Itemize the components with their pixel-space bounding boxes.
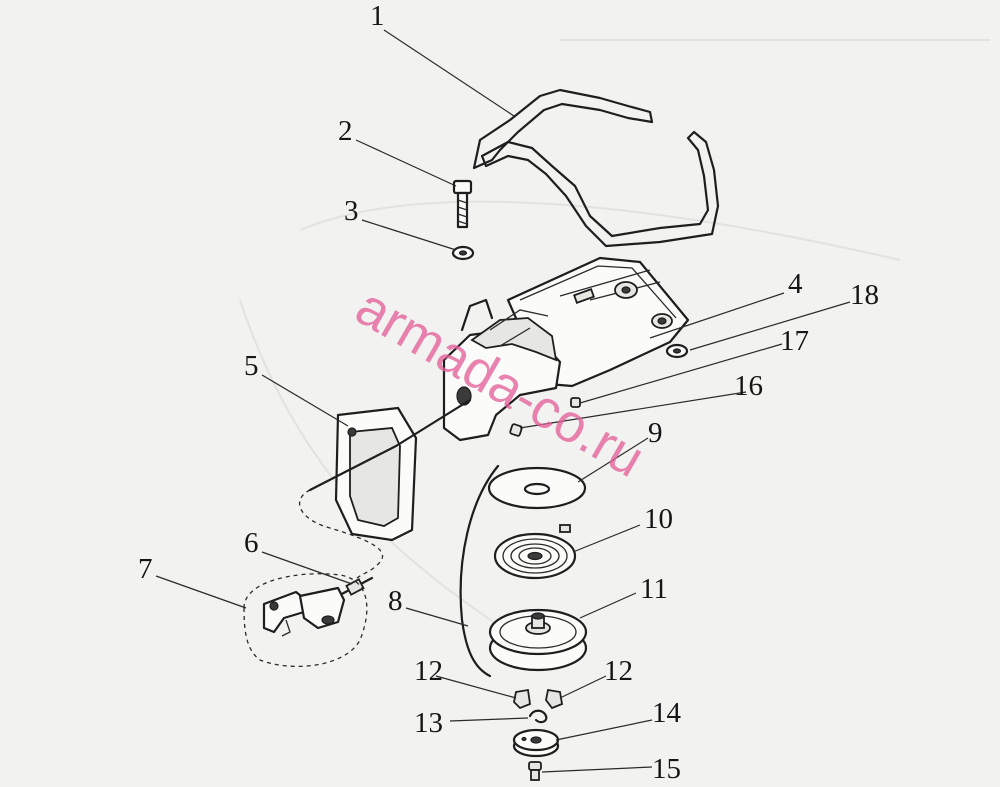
part-3-washer <box>451 245 475 261</box>
callout-12-left: 12 <box>414 655 443 687</box>
callout-14: 14 <box>652 697 682 729</box>
part-10-spring <box>493 524 577 580</box>
part-1-handle <box>472 88 720 248</box>
part-12-pawl-right <box>545 688 564 710</box>
callout-9: 9 <box>648 417 663 449</box>
callout-11: 11 <box>640 573 668 605</box>
callout-17: 17 <box>780 325 809 357</box>
callout-2: 2 <box>338 115 353 147</box>
part-8-rope <box>459 464 500 678</box>
part-6-cable-end <box>336 576 374 598</box>
callout-16: 16 <box>734 370 763 402</box>
callout-15: 15 <box>652 753 681 785</box>
part-5-grip <box>298 398 472 581</box>
callout-6: 6 <box>244 527 259 559</box>
callout-8: 8 <box>388 585 403 617</box>
callout-10: 10 <box>644 503 673 535</box>
part-15-screw <box>528 761 542 781</box>
part-2-bolt <box>452 179 473 229</box>
callout-5: 5 <box>244 350 259 382</box>
part-4-housing <box>442 256 690 442</box>
callout-4: 4 <box>788 268 803 300</box>
part-9-plate <box>487 466 587 510</box>
callout-12-right: 12 <box>604 655 633 687</box>
callout-labels: 1 2 3 4 5 6 7 8 9 10 11 12 12 13 14 15 1… <box>138 0 879 785</box>
part-16-nut <box>509 423 523 437</box>
callout-1: 1 <box>370 0 385 32</box>
leader-lines <box>155 29 851 773</box>
callout-13: 13 <box>414 707 443 739</box>
part-11-reel <box>488 608 588 672</box>
part-12-pawl-left <box>513 688 531 710</box>
part-14-friction-plate <box>512 728 560 758</box>
part-18-washer <box>665 343 689 359</box>
callout-7: 7 <box>138 553 153 585</box>
part-7-assembly <box>243 573 368 668</box>
part-13-clip <box>528 709 548 724</box>
callout-3: 3 <box>344 195 359 227</box>
callout-18: 18 <box>850 279 879 311</box>
